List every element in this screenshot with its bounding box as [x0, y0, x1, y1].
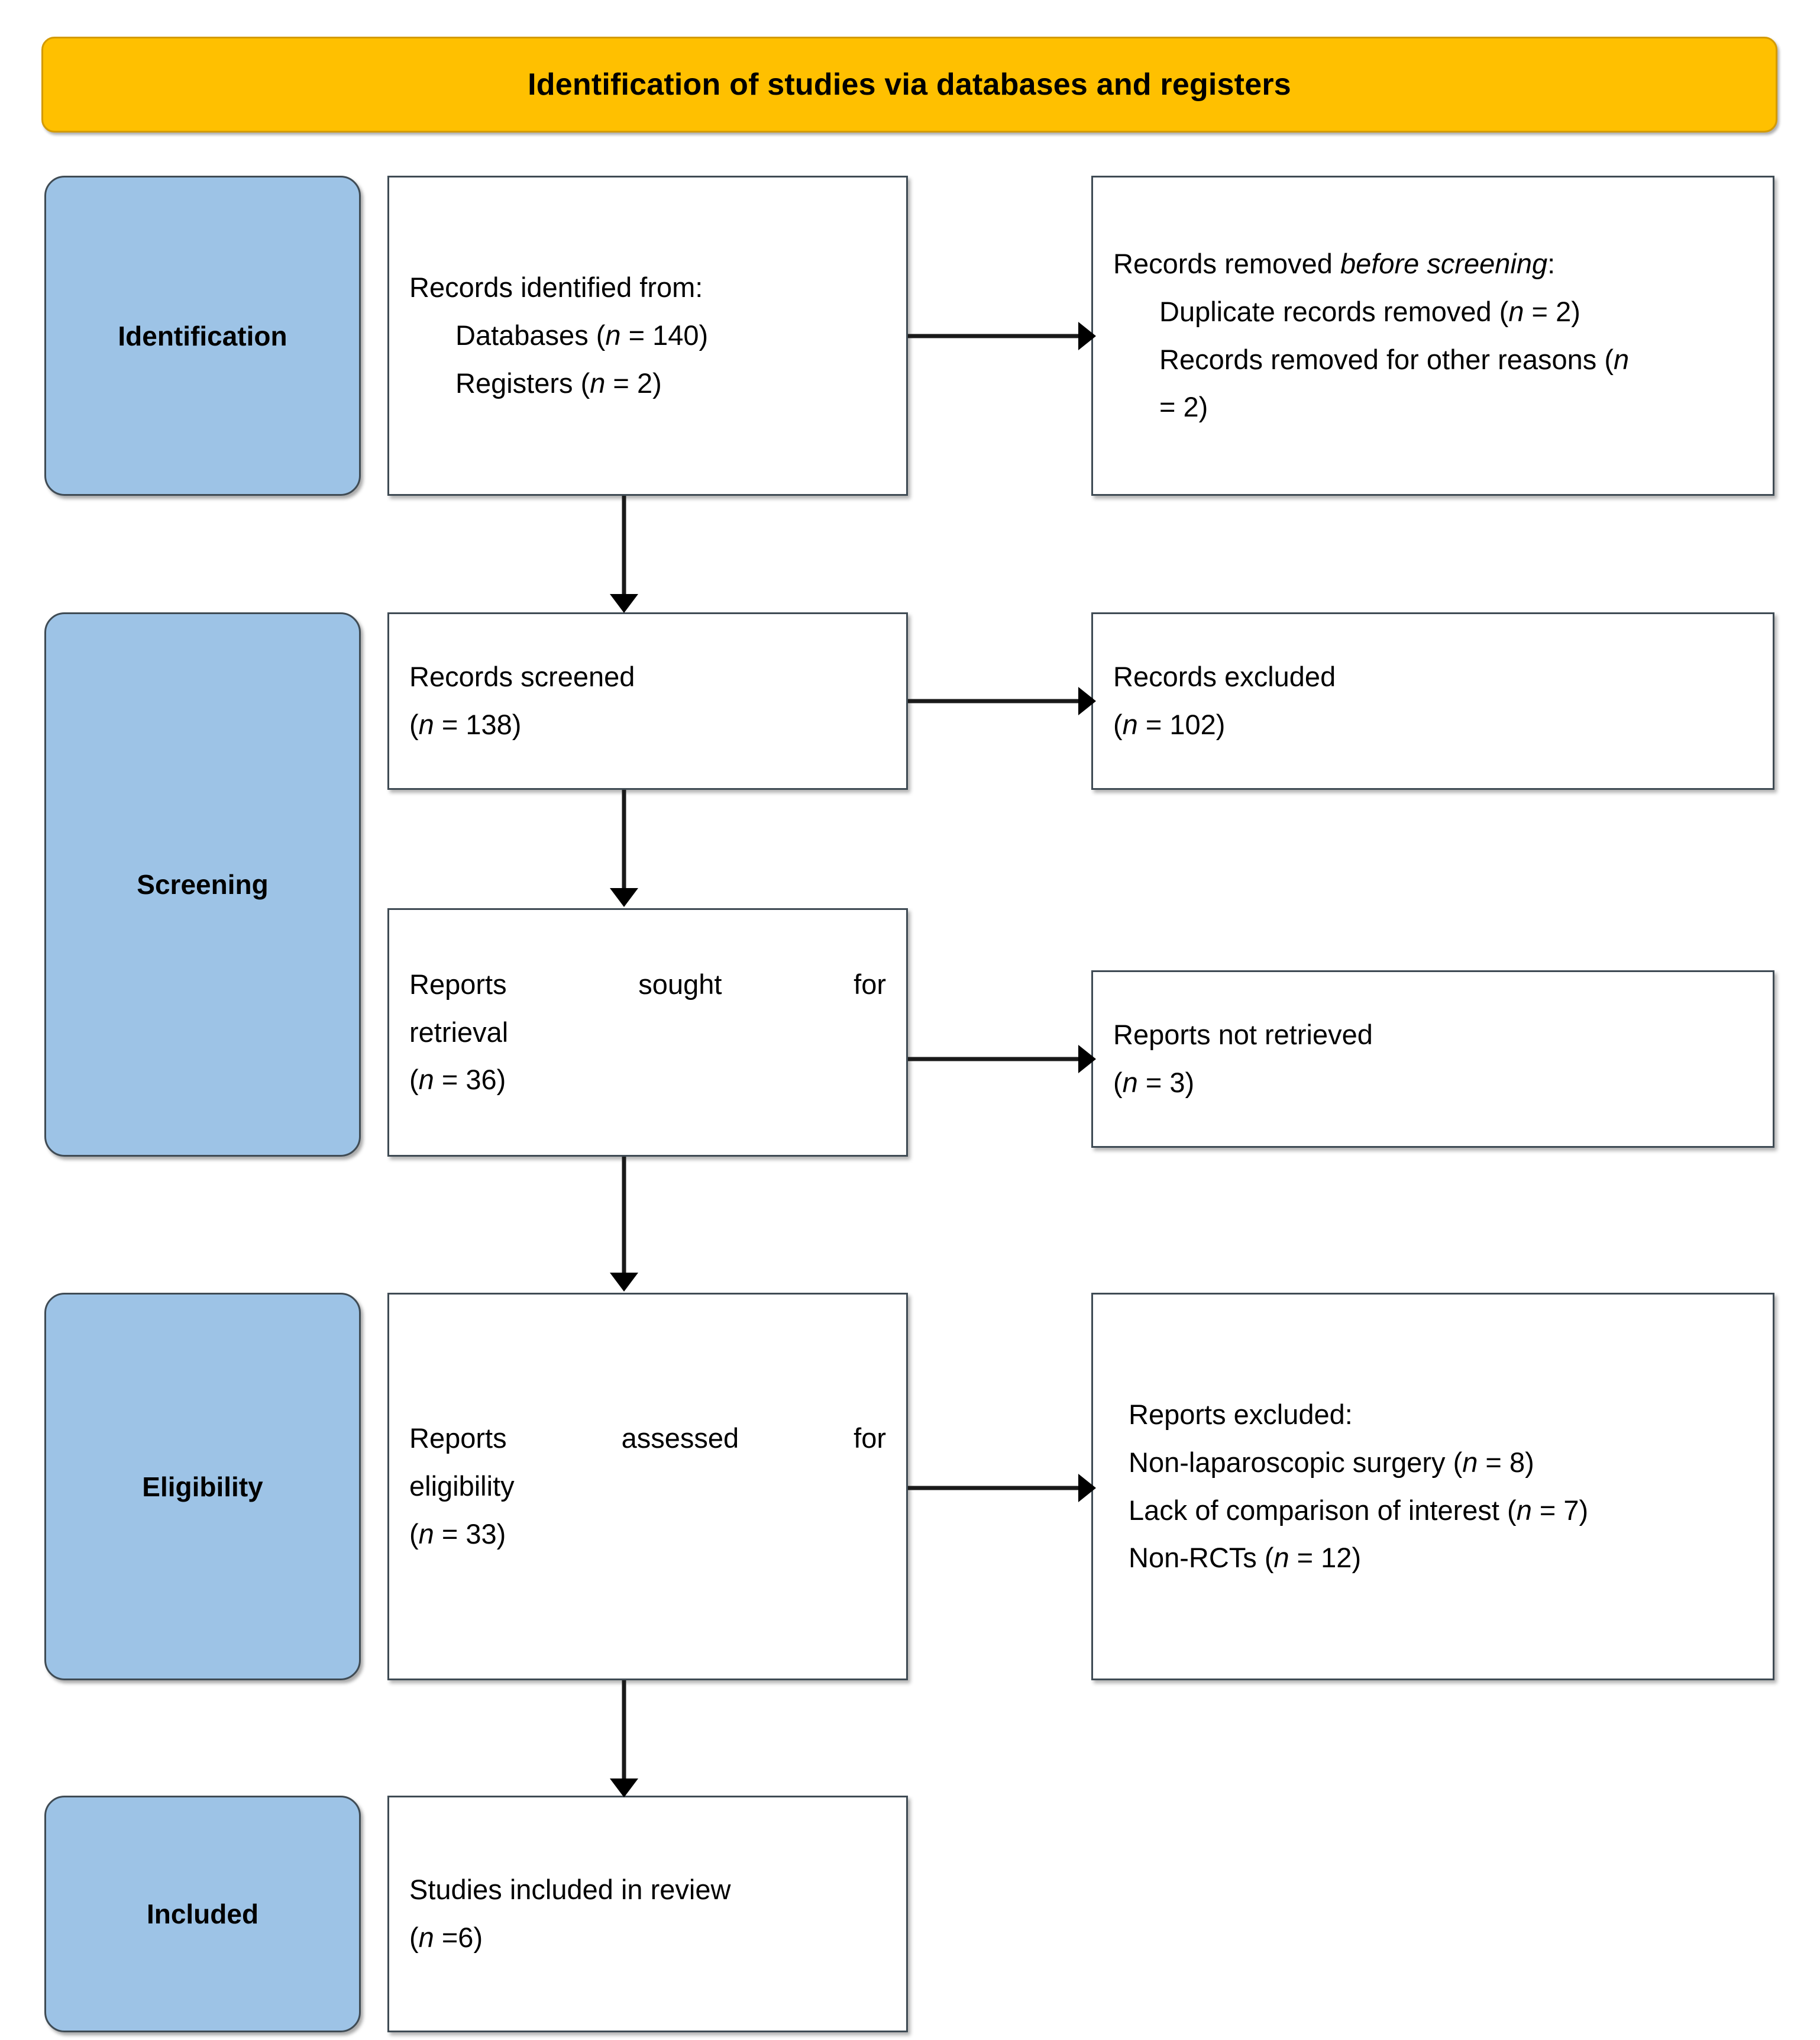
reports-assessed-label-cont: eligibility — [409, 1470, 515, 1502]
stage-label-identification: Identification — [118, 320, 287, 351]
reports-assessed-count: (n = 33) — [409, 1518, 506, 1550]
records-identified-registers: Registers (n = 2) — [455, 367, 662, 399]
stage-label-screening: Screening — [137, 869, 269, 900]
arrow-screened-to-excluded — [908, 683, 1097, 719]
node-reports-excluded: Reports excluded: Non-laparoscopic surge… — [1091, 1293, 1774, 1680]
stage-eligibility: Eligibility — [44, 1293, 361, 1680]
records-removed-other-cont: = 2) — [1159, 391, 1208, 423]
reports-excluded-reason-2: Lack of comparison of interest (n = 7) — [1129, 1494, 1589, 1526]
arrow-identified-to-screened — [606, 496, 642, 614]
arrow-sought-to-not-retrieved — [908, 1041, 1097, 1077]
records-identified-databases: Databases (n = 140) — [455, 319, 709, 351]
node-records-removed-body: Records removed before screening: Duplic… — [1093, 240, 1773, 431]
reports-sought-count: (n = 36) — [409, 1064, 506, 1096]
stage-screening: Screening — [44, 612, 361, 1157]
node-reports-sought: Reports sought for retrieval (n = 36) — [387, 908, 908, 1157]
records-removed-heading: Records removed before screening: — [1113, 247, 1556, 279]
reports-sought-label: Reports sought for — [409, 968, 886, 1000]
studies-included-count: (n =6) — [409, 1922, 483, 1953]
reports-not-retrieved-count: (n = 3) — [1113, 1067, 1195, 1098]
records-identified-heading: Records identified from: — [409, 272, 703, 304]
arrow-identified-to-removed — [908, 318, 1097, 354]
arrow-assessed-to-included — [606, 1680, 642, 1799]
stage-label-eligibility: Eligibility — [142, 1471, 263, 1502]
node-records-removed: Records removed before screening: Duplic… — [1091, 176, 1774, 496]
reports-excluded-reason-3: Non-RCTs (n = 12) — [1129, 1542, 1362, 1574]
node-records-screened-body: Records screened (n = 138) — [389, 653, 906, 749]
stage-included: Included — [44, 1796, 361, 2032]
reports-not-retrieved-label: Reports not retrieved — [1113, 1019, 1373, 1051]
records-removed-duplicates: Duplicate records removed (n = 2) — [1159, 295, 1580, 327]
records-screened-label: Records screened — [409, 661, 635, 693]
node-records-identified: Records identified from: Databases (n = … — [387, 176, 908, 496]
reports-sought-label-cont: retrieval — [409, 1016, 509, 1048]
arrow-assessed-to-reports-excluded — [908, 1470, 1097, 1506]
diagram-header-banner: Identification of studies via databases … — [41, 37, 1777, 133]
node-reports-not-retrieved: Reports not retrieved (n = 3) — [1091, 970, 1774, 1148]
stage-label-included: Included — [146, 1899, 259, 1929]
page-title: Identification of studies via databases … — [528, 67, 1291, 102]
node-records-excluded: Records excluded (n = 102) — [1091, 612, 1774, 790]
records-screened-count: (n = 138) — [409, 709, 522, 740]
node-records-screened: Records screened (n = 138) — [387, 612, 908, 790]
arrow-screened-to-sought — [606, 790, 642, 908]
records-excluded-count: (n = 102) — [1113, 709, 1226, 740]
node-reports-assessed: Reports assessed for eligibility (n = 33… — [387, 1293, 908, 1680]
node-reports-assessed-body: Reports assessed for eligibility (n = 33… — [389, 1415, 906, 1558]
records-removed-other: Records removed for other reasons (n — [1159, 343, 1630, 375]
reports-assessed-label: Reports assessed for — [409, 1422, 886, 1454]
studies-included-label: Studies included in review — [409, 1874, 731, 1906]
reports-excluded-heading: Reports excluded: — [1129, 1398, 1353, 1430]
arrow-sought-to-assessed — [606, 1157, 642, 1293]
node-reports-excluded-body: Reports excluded: Non-laparoscopic surge… — [1093, 1391, 1773, 1582]
stage-identification: Identification — [44, 176, 361, 496]
node-reports-sought-body: Reports sought for retrieval (n = 36) — [389, 961, 906, 1104]
node-studies-included: Studies included in review (n =6) — [387, 1796, 908, 2032]
node-reports-not-retrieved-body: Reports not retrieved (n = 3) — [1093, 1011, 1773, 1107]
node-records-identified-body: Records identified from: Databases (n = … — [389, 264, 906, 407]
node-studies-included-body: Studies included in review (n =6) — [389, 1866, 906, 1962]
node-records-excluded-body: Records excluded (n = 102) — [1093, 653, 1773, 749]
reports-excluded-reason-1: Non-laparoscopic surgery (n = 8) — [1129, 1446, 1534, 1478]
records-excluded-label: Records excluded — [1113, 661, 1336, 693]
